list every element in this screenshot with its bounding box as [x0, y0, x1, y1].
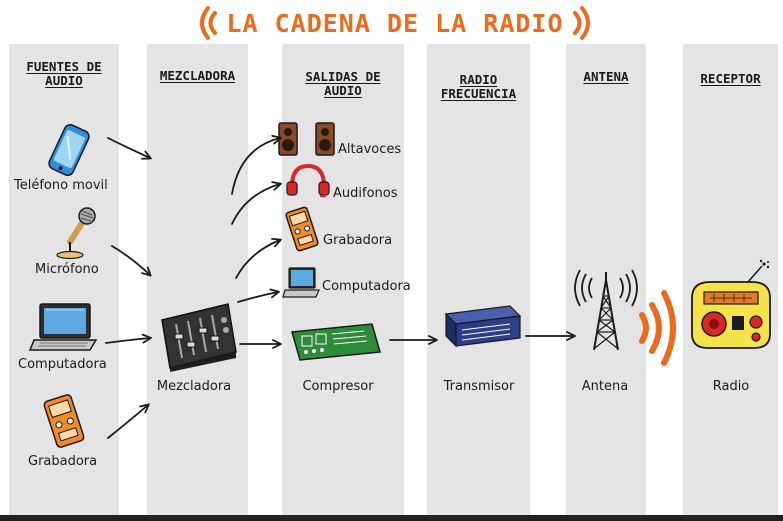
transmitter-label: Transmisor: [443, 379, 515, 394]
header-receptor: RECEPTOR: [700, 71, 761, 86]
recorder-icon: [43, 394, 85, 448]
transmitter-icon: [444, 305, 522, 348]
output-label-speakers: Altavoces: [338, 142, 402, 157]
compressor-icon: [291, 323, 381, 361]
header-mezcladora: MEZCLADORA: [159, 68, 236, 83]
column-receptor-bg: [683, 44, 778, 515]
recorder-output-icon: [285, 206, 319, 252]
header-fuentes: FUENTES DE AUDIO: [26, 59, 102, 88]
header-antena: ANTENA: [583, 69, 629, 84]
source-label-microphone: Micrófono: [35, 262, 99, 277]
diagram-title: LA CADENA DE LA RADIO: [226, 9, 564, 38]
arrow-computer-to-mixer: [105, 333, 152, 344]
arrow-mixer-to-headphones: [231, 181, 282, 225]
speakers-icon: [278, 122, 335, 156]
receiver-label: Radio: [712, 379, 750, 394]
arrow-mixer-to-computer: [237, 288, 280, 303]
laptop-output-icon: [282, 267, 320, 298]
antenna-tower-icon: [574, 269, 638, 351]
radio-wave-left-icon: [200, 6, 217, 40]
bottom-border: [0, 515, 783, 521]
source-label-recorder: Grabadora: [28, 454, 98, 469]
laptop-icon: [28, 303, 98, 351]
column-mezcladora-bg: [147, 44, 248, 515]
source-label-computer: Computadora: [18, 357, 107, 372]
mixer-label: Mezcladora: [156, 379, 232, 394]
arrow-mic-to-mixer: [111, 245, 152, 277]
antenna-label: Antena: [581, 379, 629, 394]
header-rf: RADIO FRECUENCIA: [440, 72, 517, 101]
radio-icon: [691, 259, 771, 349]
arrow-recorder-to-mixer: [107, 403, 150, 439]
broadcast-wave-icon: [639, 290, 676, 366]
output-label-recorder: Grabadora: [323, 233, 393, 248]
arrow-phone-to-mixer: [107, 137, 152, 160]
mixer-icon: [161, 303, 237, 372]
output-label-headphones: Audifonos: [333, 186, 398, 201]
arrow-mixer-to-speakers: [231, 134, 282, 195]
header-salidas: SALIDAS DE AUDIO: [305, 69, 381, 98]
column-rf-bg: [427, 44, 530, 515]
mobile-phone-icon: [48, 123, 90, 177]
arrow-mixer-to-recorder: [235, 237, 282, 279]
source-label-phone: Teléfono movil: [14, 178, 108, 193]
microphone-icon: [56, 207, 96, 260]
output-label-computer: Computadora: [322, 279, 411, 294]
headphones-icon: [286, 163, 330, 198]
radio-wave-right-icon: [573, 6, 590, 40]
compressor-label: Compresor: [302, 379, 374, 394]
